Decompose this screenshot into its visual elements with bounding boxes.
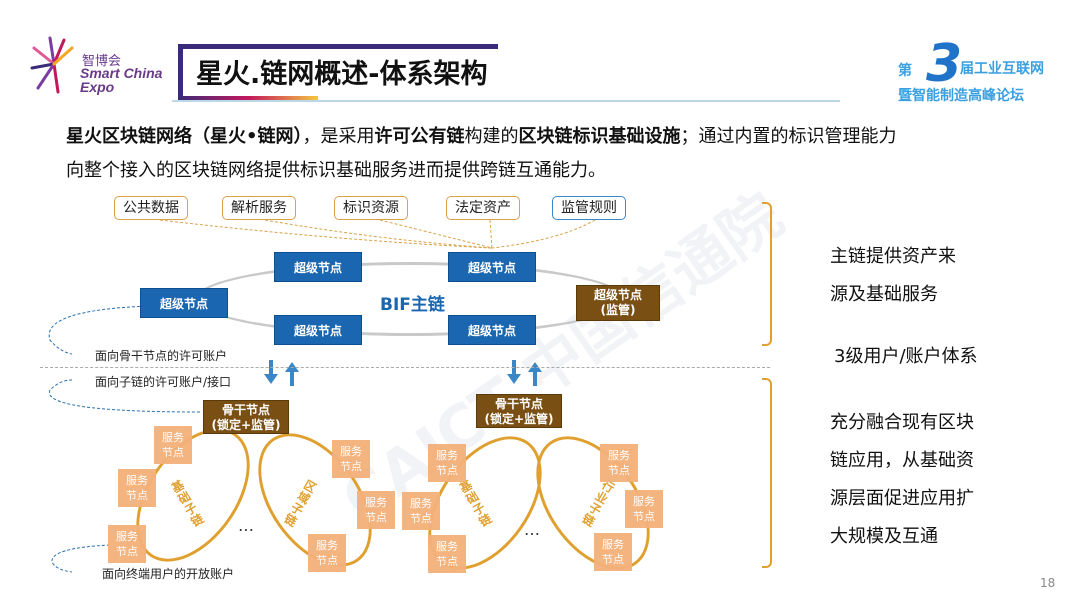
intro-text: 星火区块链网络（星火•链网），是采用许可公有链构建的区块链标识基础设施；通过内置…: [66, 126, 897, 181]
bracket-bottom: [762, 378, 772, 568]
right-text-middle: 3级用户/账户体系: [834, 346, 978, 367]
ellipsis: …: [524, 520, 542, 539]
right-text-top: 主链提供资产来源及基础服务: [830, 246, 956, 305]
backbone-node: 骨干节点(锁定+监管): [476, 394, 562, 428]
service-node: 服务节点: [600, 444, 638, 482]
page-number: 18: [1040, 576, 1056, 590]
title-divider: [172, 100, 840, 102]
burst-icon: [30, 36, 74, 94]
main-chain-label: BIF主链: [380, 295, 445, 315]
super-node: 超级节点: [448, 315, 536, 345]
note-backbone-accounts: 面向骨干节点的许可账户: [95, 349, 228, 363]
page-title: 星火.链网概述-体系架构: [196, 59, 488, 90]
category-public-data: 公共数据: [114, 196, 188, 220]
super-node: 超级节点: [274, 315, 362, 345]
service-node: 服务节点: [428, 535, 466, 573]
service-node: 服务节点: [402, 492, 440, 530]
right-text-bottom: 充分融合现有区块链应用，从基础资源层面促进应用扩大规模及互通: [830, 412, 974, 547]
service-node: 服务节点: [594, 533, 632, 571]
category-legal-assets: 法定资产: [446, 196, 520, 220]
ellipsis: …: [238, 516, 256, 535]
category-resolution: 解析服务: [222, 196, 296, 220]
service-node: 服务节点: [332, 440, 370, 478]
service-node: 服务节点: [108, 525, 146, 563]
note-end-user-accounts: 面向终端用户的开放账户: [102, 567, 235, 581]
note-subchain-accounts: 面向子链的许可账户/接口: [95, 375, 232, 389]
service-node: 服务节点: [625, 490, 663, 528]
supervisor-super-node: 超级节点(监管): [576, 285, 660, 321]
logo-cn: 智博会: [82, 54, 122, 69]
service-node: 服务节点: [428, 444, 466, 482]
super-node: 超级节点: [140, 288, 228, 318]
super-node: 超级节点: [274, 252, 362, 282]
super-node: 超级节点: [448, 252, 536, 282]
bracket-top: [762, 202, 772, 346]
service-node: 服务节点: [118, 469, 156, 507]
title-frame: [178, 44, 498, 100]
service-node: 服务节点: [154, 426, 192, 464]
backbone-node: 骨干节点(锁定+监管): [203, 400, 289, 434]
forum-logo: 第 3 届工业互联网 暨智能制造高峰论坛: [898, 34, 1044, 104]
service-node: 服务节点: [357, 491, 395, 529]
section-divider: [40, 367, 770, 368]
service-node: 服务节点: [308, 534, 346, 572]
category-identifier: 标识资源: [334, 196, 408, 220]
category-regulation: 监管规则: [552, 196, 626, 220]
